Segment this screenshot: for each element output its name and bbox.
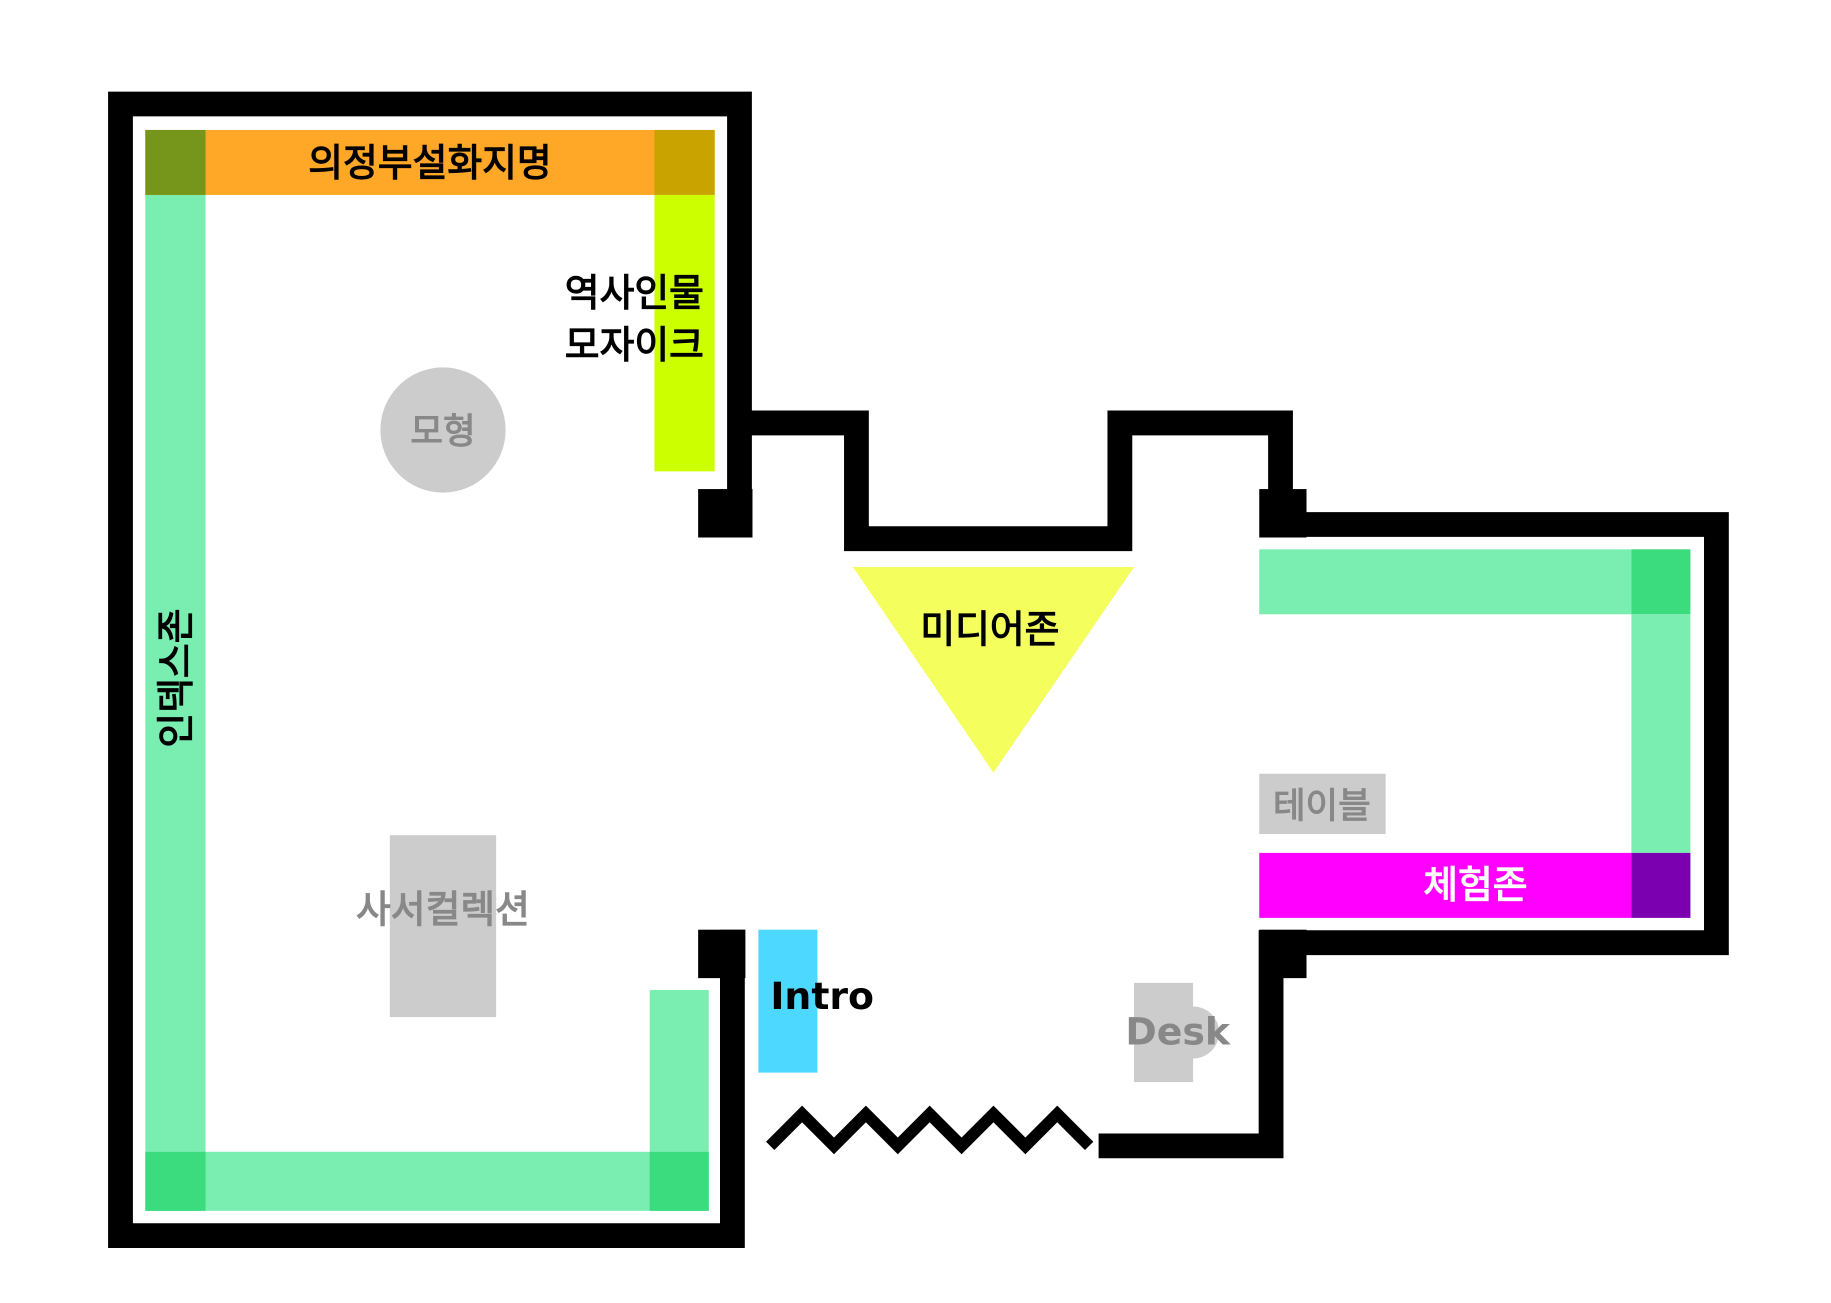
mosaic-zone [654, 194, 715, 472]
index-zone-label: 인덱스존 [154, 609, 198, 748]
intro-panel [758, 929, 818, 1073]
index-zone [145, 194, 709, 1211]
media-zone-triangle [852, 567, 1135, 773]
mosaic-label-line2: 모자이크 [565, 323, 704, 367]
place-names-label: 의정부설화지명 [308, 141, 551, 185]
walls [108, 91, 1729, 1249]
intro-label: Intro [770, 974, 874, 1018]
table-label: 테이블 [1273, 785, 1371, 826]
model-label: 모형 [410, 411, 475, 452]
desk [1134, 982, 1220, 1083]
table [1259, 773, 1386, 835]
place-names-zone [145, 129, 715, 195]
entrance-zigzag [766, 1105, 1094, 1155]
model-circle [380, 367, 506, 493]
wall-blocks [698, 489, 1307, 979]
desk-label: Desk [1125, 1009, 1231, 1053]
media-zone-label: 미디어존 [920, 608, 1059, 652]
mosaic-label-line1: 역사인물 [565, 271, 704, 315]
right-zone [1259, 549, 1691, 918]
librarian-collection-label: 사서컬렉션 [356, 888, 530, 932]
experience-zone-label: 체험존 [1423, 863, 1527, 907]
librarian-collection-shelf [389, 835, 497, 1018]
